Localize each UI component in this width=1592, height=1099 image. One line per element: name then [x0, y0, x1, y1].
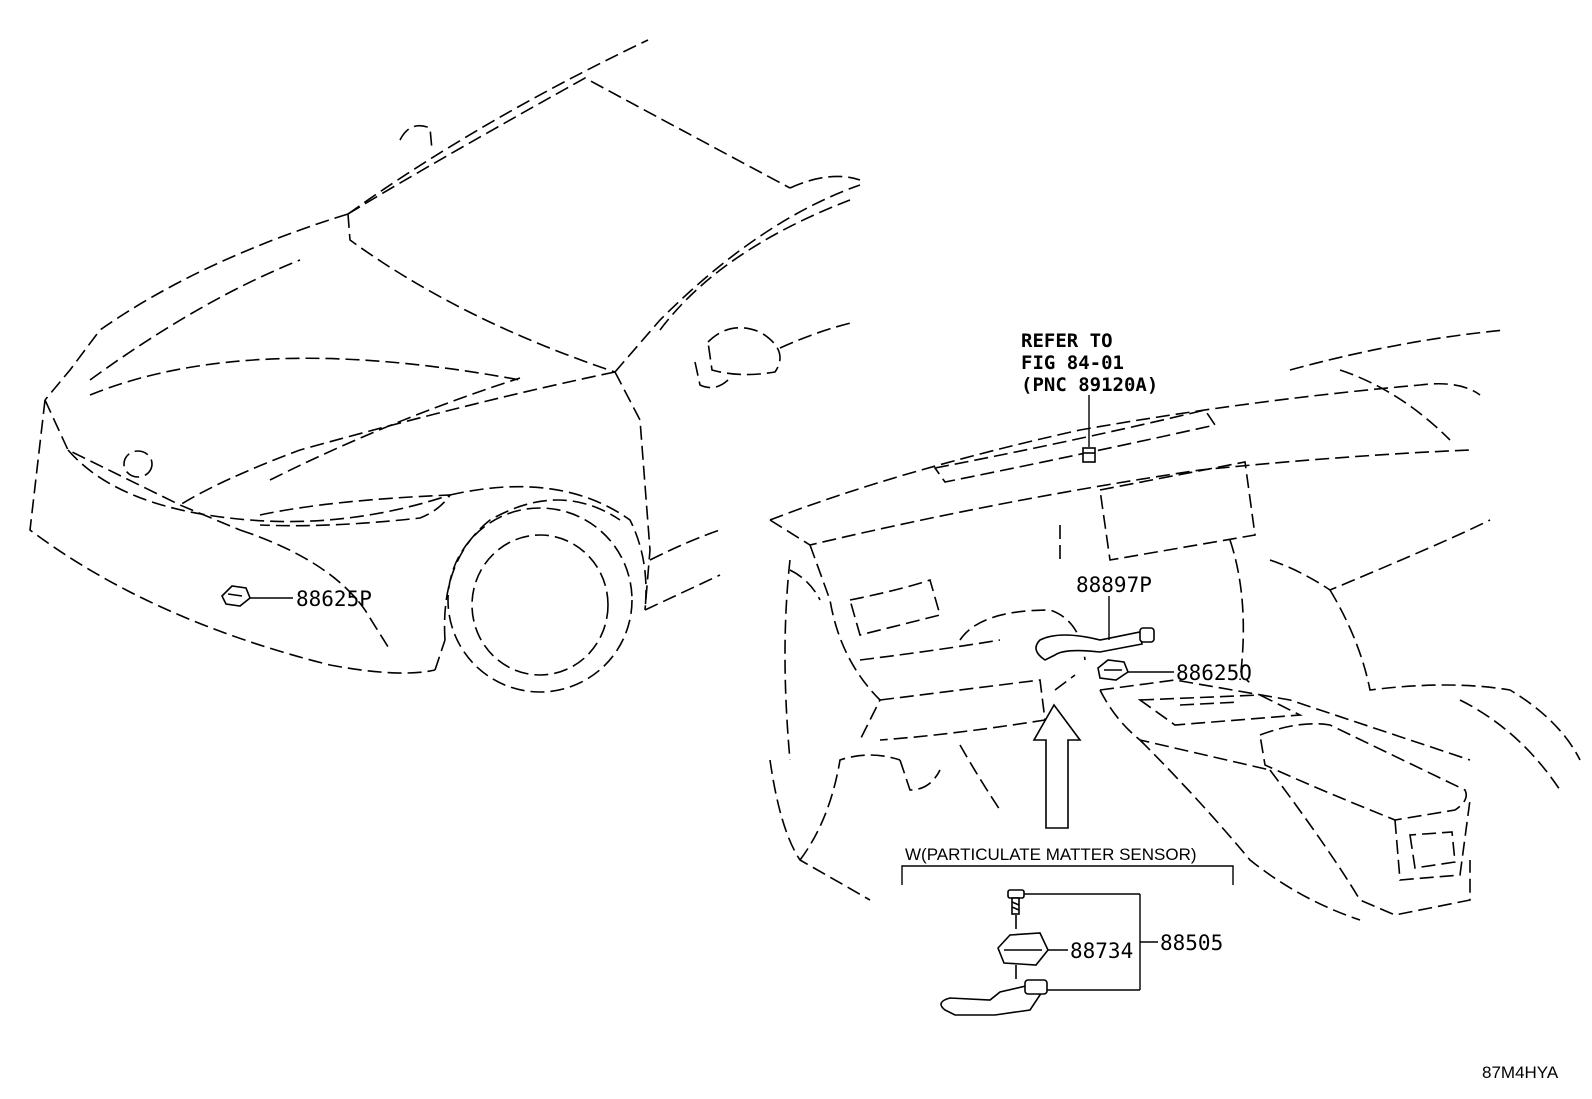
sensor-88625Q[interactable] [1097, 659, 1129, 681]
callout-88625Q[interactable]: 88625Q [1176, 661, 1252, 685]
sensor-88734[interactable] [997, 932, 1049, 966]
refer-line-3[interactable]: (PNC 89120A) [1021, 374, 1158, 396]
clip-89120A[interactable] [1082, 447, 1096, 463]
callout-88505[interactable]: 88505 [1160, 931, 1223, 955]
hose-88897P[interactable] [1035, 627, 1155, 661]
bracket-88505 [1139, 894, 1158, 990]
up-arrow-icon [1032, 703, 1082, 829]
dashboard-outline [769, 329, 1581, 921]
callout-88625P[interactable]: 88625P [296, 587, 372, 611]
refer-line-1[interactable]: REFER TO [1021, 330, 1113, 352]
refer-line-2[interactable]: FIG 84-01 [1021, 352, 1124, 374]
harness-part[interactable] [940, 979, 1048, 1016]
diagram-code: 87M4HYA [1482, 1063, 1559, 1082]
callout-88897P[interactable]: 88897P [1076, 573, 1152, 597]
pointer-dashed [1054, 674, 1076, 691]
car-front-outline [29, 39, 861, 693]
sensor-88625P[interactable] [221, 585, 251, 607]
group-bracket [901, 865, 1234, 885]
screw-part[interactable] [1007, 889, 1025, 915]
sensor-group-label[interactable]: W(PARTICULATE MATTER SENSOR) [905, 845, 1197, 864]
callout-88734[interactable]: 88734 [1070, 939, 1133, 963]
